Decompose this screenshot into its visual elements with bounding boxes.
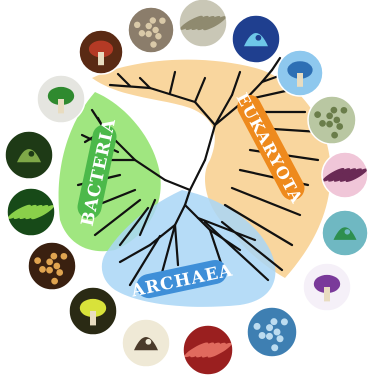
bacteria-green-image <box>6 188 55 236</box>
bacteria-orange-image <box>28 242 76 290</box>
branch-line <box>190 160 205 190</box>
starfish-image <box>128 7 174 53</box>
diatom-image <box>232 15 280 63</box>
mushroom-image <box>79 30 123 74</box>
protist-blue-image <box>277 50 323 96</box>
plant-tissue-image <box>178 0 227 47</box>
branch-line <box>165 180 190 190</box>
trichomonas-image <box>303 263 351 311</box>
bacteria-rod-image <box>37 75 85 123</box>
archaea-cell-image <box>122 319 170 367</box>
bacteria-yellow-image <box>69 287 117 335</box>
algae-green-image <box>322 210 368 256</box>
archaea-red-image <box>183 325 233 375</box>
cyanobacteria-image <box>5 131 53 179</box>
archaea-blue-image <box>247 307 297 357</box>
sperm-cells-image <box>321 152 369 198</box>
cell-green-image <box>308 96 356 144</box>
